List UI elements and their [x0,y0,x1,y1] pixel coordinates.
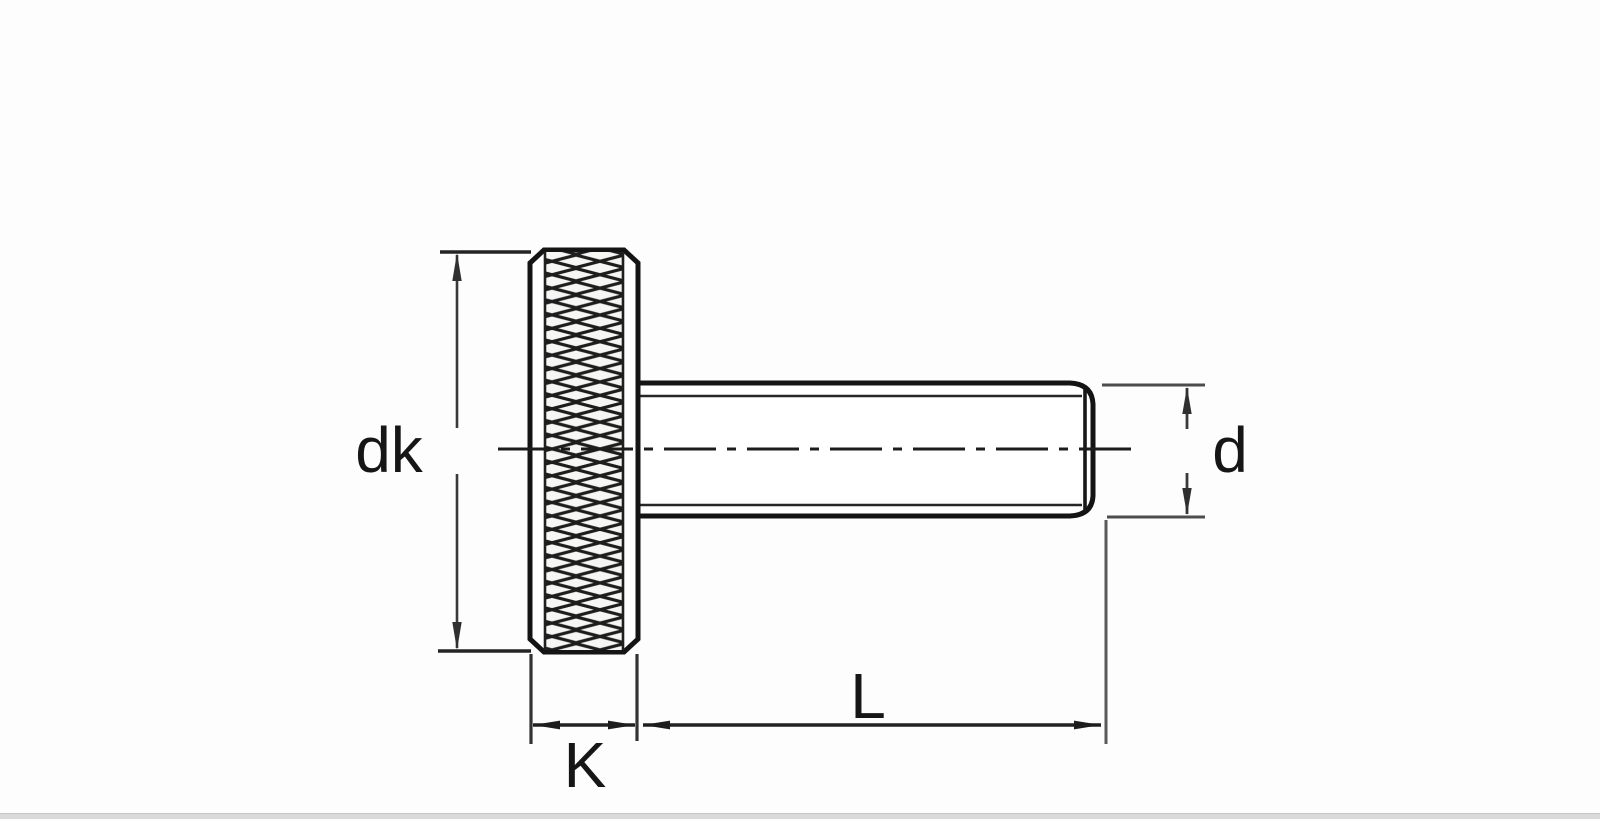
k-dimension: K [529,654,639,801]
l-arrow-right [1074,720,1101,730]
l-arrow-left [643,720,670,730]
d-arrow-up [1182,387,1192,414]
bottom-edge-strip [0,813,1600,819]
dk-arrow-down [452,622,462,650]
d-label: d [1212,414,1248,486]
dk-dimension: dk [355,250,531,653]
k-label: K [564,729,607,801]
l-dimension: L [643,520,1108,744]
screw-head [527,247,641,655]
knurl-texture [544,252,624,650]
d-arrow-down [1182,488,1192,515]
k-arrow-left [533,720,560,730]
dk-arrow-up [452,253,462,281]
k-arrow-right [608,720,635,730]
d-dimension: d [1102,383,1248,519]
l-label: L [850,660,886,732]
dk-label: dk [355,414,424,486]
